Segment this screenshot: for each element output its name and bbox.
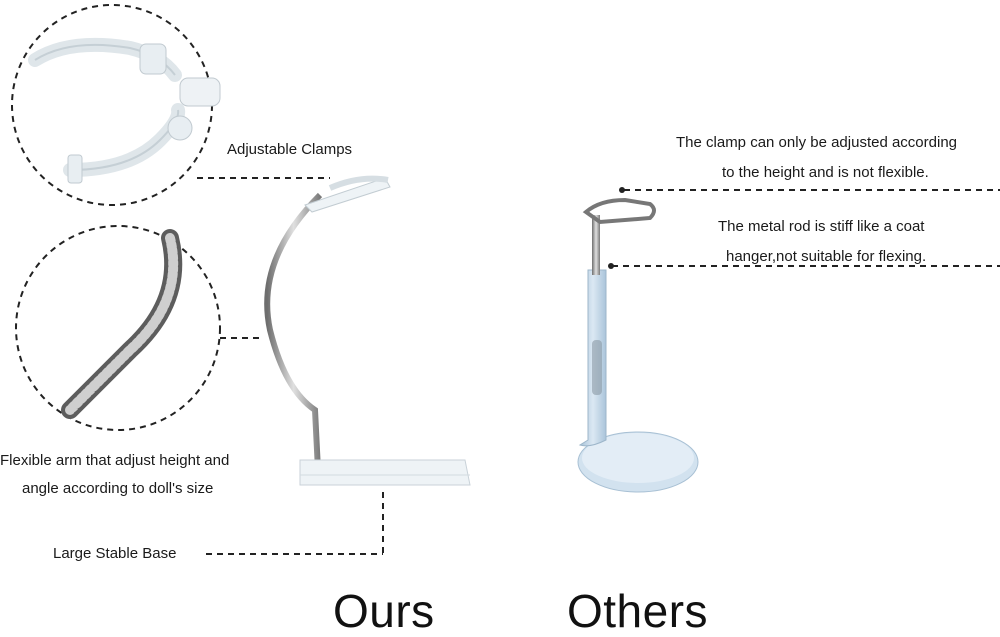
others-title: Others (567, 585, 709, 637)
flexible-arm-label-line1: Flexible arm that adjust height and (0, 452, 230, 469)
others-rod-label-line2: hanger,not suitable for flexing. (726, 248, 927, 265)
flexible-arm-label-line2: angle according to doll's size (22, 480, 214, 497)
others-rod-label-line1: The metal rod is stiff like a coat (718, 218, 925, 235)
others-clamp-label-line2: to the height and is not flexible. (722, 164, 929, 181)
ours-title: Ours (333, 585, 435, 637)
others-stand (577, 197, 699, 493)
clamp-zoom-circle (11, 4, 221, 206)
base-label: Large Stable Base (53, 545, 177, 562)
arm-zoom-circle (15, 225, 221, 431)
adjustable-clamps-label: Adjustable Clamps (227, 141, 353, 158)
leader-lines (197, 177, 1000, 555)
others-clamp-label-line1: The clamp can only be adjusted according (676, 134, 958, 151)
ours-stand (264, 175, 471, 486)
